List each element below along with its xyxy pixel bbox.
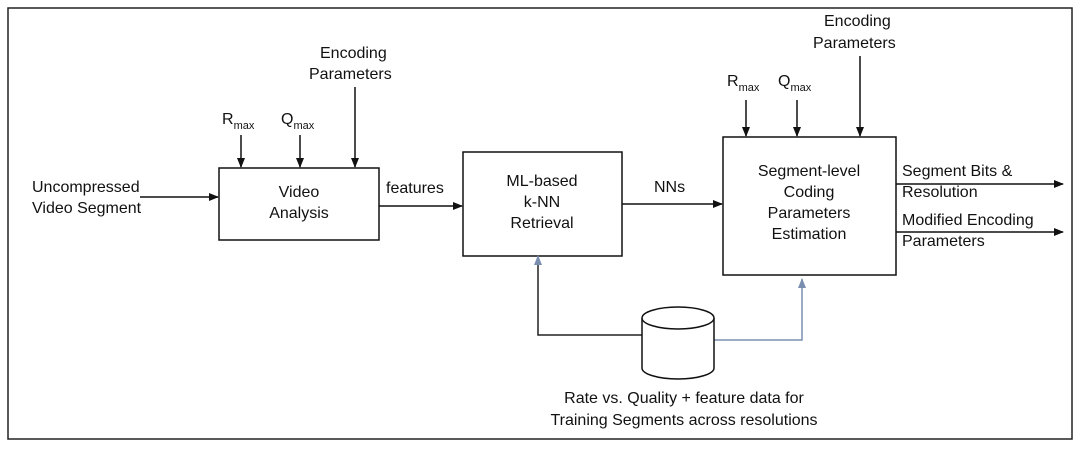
database-caption-line2: Training Segments across resolutions	[550, 412, 817, 429]
estimation-box	[722, 136, 897, 276]
db-to-estimation-line	[714, 278, 806, 341]
nns-label: NNs	[654, 179, 685, 196]
output1-line2: Resolution	[902, 184, 978, 201]
video-analysis-box	[218, 167, 380, 241]
outer-frame	[7, 7, 1073, 440]
est-rmax-label: Rmax	[727, 73, 760, 94]
va-encoding-label-line1: Encoding	[320, 45, 387, 62]
est-encoding-label-line1: Encoding	[824, 13, 891, 30]
output2-line2: Parameters	[902, 233, 985, 250]
output2-line1: Modified Encoding	[902, 212, 1034, 229]
estimation-line3: Parameters	[768, 205, 851, 222]
estimation-line2: Coding	[784, 184, 835, 201]
database-caption-line1: Rate vs. Quality + feature data for	[564, 390, 804, 407]
knn-line2: k-NN	[524, 194, 560, 211]
est-encoding-label-line2: Parameters	[813, 35, 896, 52]
va-encoding-label-line2: Parameters	[309, 66, 392, 83]
va-rmax-label: Rmax	[222, 111, 255, 132]
output1-line1: Segment Bits &	[902, 163, 1013, 180]
knn-line3: Retrieval	[510, 215, 573, 232]
knn-retrieval-box	[462, 151, 623, 257]
features-label: features	[386, 180, 444, 197]
est-qmax-label: Qmax	[778, 73, 812, 94]
va-qmax-label: Qmax	[281, 111, 315, 132]
estimation-line4: Estimation	[772, 226, 847, 243]
knn-line1: ML-based	[506, 173, 577, 190]
video-analysis-line2: Analysis	[269, 205, 329, 222]
estimation-line1: Segment-level	[758, 163, 860, 180]
video-analysis-line1: Video	[279, 184, 320, 201]
database-cylinder-icon	[641, 306, 715, 380]
input-label-line2: Video Segment	[32, 200, 142, 217]
db-to-knn-line	[537, 258, 642, 336]
input-label-line1: Uncompressed	[32, 179, 140, 196]
